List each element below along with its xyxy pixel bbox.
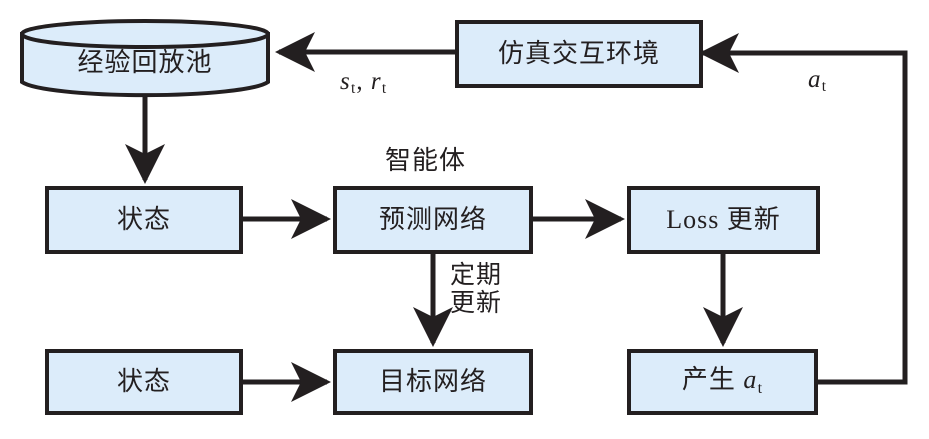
node-target-network-label: 目标网络 xyxy=(378,367,487,396)
state-reward-separator: , xyxy=(356,68,371,95)
node-loss-update-label: Loss 更新 xyxy=(666,205,781,234)
cylinder-body xyxy=(20,32,270,98)
node-predict-network-label: 预测网络 xyxy=(378,205,487,234)
node-replay-buffer[interactable] xyxy=(18,18,272,98)
action-symbol: at xyxy=(808,66,828,96)
node-action-generate-label: 产生 at xyxy=(682,367,763,397)
reward-symbol: rt xyxy=(370,68,388,98)
node-state-bottom[interactable]: 状态 xyxy=(45,349,243,415)
edge-action-generate-to-environment xyxy=(698,33,908,385)
node-state-bottom-label: 状态 xyxy=(116,367,171,396)
node-environment-label: 仿真交互环境 xyxy=(497,39,660,68)
node-target-network[interactable]: 目标网络 xyxy=(333,349,533,415)
group-label-agent: 智能体 xyxy=(385,140,466,177)
action-generate-symbol: at xyxy=(743,365,764,397)
cylinder-top xyxy=(20,19,270,49)
periodic-update-line-1: 定期 xyxy=(450,262,503,289)
node-predict-network[interactable]: 预测网络 xyxy=(333,186,533,254)
edge-label-action: at xyxy=(808,66,827,96)
edge-label-state-reward: st, rt xyxy=(340,68,387,98)
node-state-top[interactable]: 状态 xyxy=(45,186,243,254)
periodic-update-line-2: 更新 xyxy=(450,290,503,317)
node-action-generate[interactable]: 产生 at xyxy=(627,349,818,415)
edge-label-periodic-update: 定期 更新 xyxy=(450,262,502,318)
agent-label-text: 智能体 xyxy=(385,146,467,175)
node-state-top-label: 状态 xyxy=(116,205,171,234)
node-loss-update[interactable]: Loss 更新 xyxy=(627,186,820,254)
state-symbol: st xyxy=(340,68,357,98)
action-generate-prefix: 产生 xyxy=(681,365,744,395)
node-environment[interactable]: 仿真交互环境 xyxy=(455,20,703,88)
